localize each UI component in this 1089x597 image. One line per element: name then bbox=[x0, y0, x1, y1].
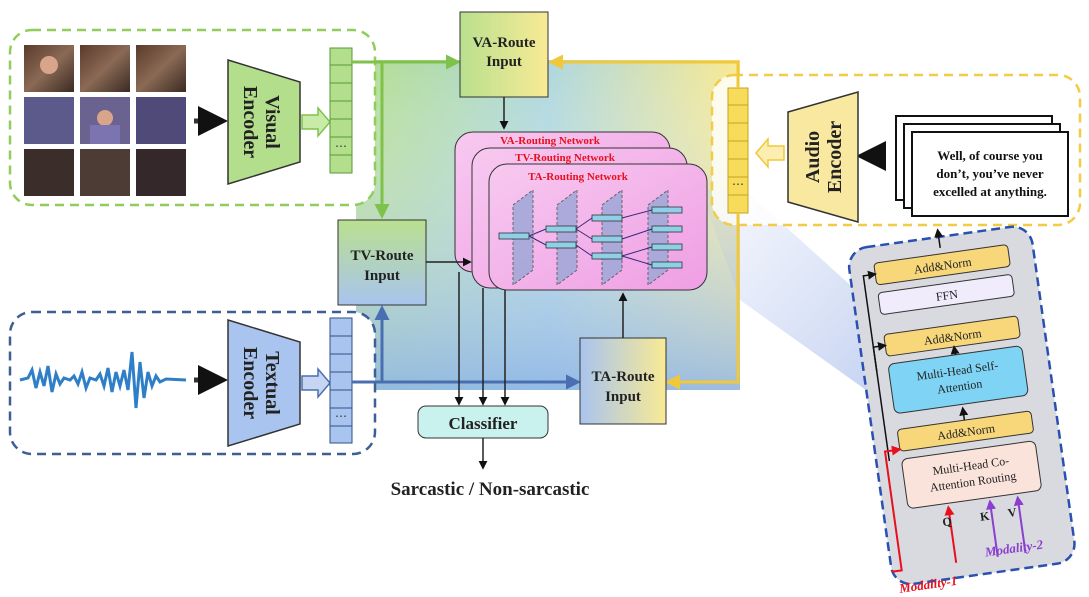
va-route-label-2: Input bbox=[486, 54, 522, 70]
textual-feature-stack: ⋯ bbox=[329, 317, 353, 444]
textual-stack-ellipsis: ⋯ bbox=[335, 409, 347, 423]
visual-feature-stack: ⋯ bbox=[329, 47, 353, 174]
textual-encoder-label-1: Textual bbox=[261, 351, 283, 415]
ta-route-label-1: TA-Route bbox=[591, 369, 654, 385]
visual-flow-lines bbox=[352, 54, 461, 219]
audio-waveform-icon bbox=[19, 351, 187, 409]
visual-feature-arrow bbox=[301, 105, 331, 139]
va-route-label-1: VA-Route bbox=[472, 35, 535, 51]
tv-route-input: TV-Route Input bbox=[337, 219, 427, 306]
routing-graph-icon bbox=[498, 189, 683, 286]
audio-stack-ellipsis: ⋯ bbox=[732, 177, 744, 191]
textual-encoder-label-2: Encoder bbox=[239, 347, 261, 419]
tv-routing-network-label: TV-Routing Network bbox=[515, 152, 616, 164]
tf-k-label: K bbox=[979, 509, 991, 524]
output-label: Sarcastic / Non-sarcastic bbox=[391, 479, 590, 500]
audio-flow-lines bbox=[548, 54, 740, 390]
tf-ffn: FFN bbox=[935, 287, 959, 304]
ta-route-input: TA-Route Input bbox=[579, 337, 667, 425]
network-to-classifier-arrows bbox=[454, 272, 510, 406]
zoom-beam bbox=[700, 190, 900, 400]
quote-line-3: excelled at anything. bbox=[933, 184, 1047, 199]
visual-encoder-label-1: Visual bbox=[261, 95, 283, 149]
textual-encoder: Textual Encoder bbox=[227, 318, 301, 448]
utterance-text-card: Well, of course you don’t, you’ve never … bbox=[895, 115, 1069, 217]
visual-encoder-label-2: Encoder bbox=[239, 86, 261, 158]
tf-mhsa-2: Attention bbox=[936, 376, 983, 396]
audio-encoder-label-2: Encoder bbox=[824, 121, 846, 193]
quote-line-2: don’t, you’ve never bbox=[936, 166, 1043, 181]
tv-route-label-1: TV-Route bbox=[350, 248, 413, 264]
va-route-input: VA-Route Input bbox=[459, 11, 549, 98]
audio-feature-stack: ⋯ bbox=[727, 87, 749, 214]
va-routing-network-label: VA-Routing Network bbox=[500, 135, 601, 147]
textual-feature-arrow bbox=[301, 366, 331, 400]
classifier-box: Classifier bbox=[417, 405, 549, 439]
tf-v-label: V bbox=[1007, 505, 1018, 520]
routing-networks: VA-Routing Network TV-Routing Network TA… bbox=[454, 131, 708, 291]
ta-routing-network-label: TA-Routing Network bbox=[528, 171, 629, 183]
tf-q-label: Q bbox=[941, 514, 952, 529]
transformer-detail: Add&Norm FFN Add&Norm Multi-Head Self- A… bbox=[847, 225, 1076, 596]
video-frames-icon bbox=[24, 45, 186, 196]
audio-encoder: Audio Encoder bbox=[787, 91, 859, 223]
ta-route-label-2: Input bbox=[605, 389, 641, 405]
visual-stack-ellipsis: ⋯ bbox=[335, 139, 347, 153]
quote-line-1: Well, of course you bbox=[937, 148, 1042, 163]
textual-flow-lines bbox=[352, 305, 581, 390]
tv-route-label-2: Input bbox=[364, 268, 400, 284]
audio-encoder-label-1: Audio bbox=[802, 131, 824, 183]
visual-encoder: Visual Encoder bbox=[227, 58, 301, 186]
audio-feature-arrow bbox=[755, 136, 785, 170]
classifier-label: Classifier bbox=[449, 414, 518, 433]
